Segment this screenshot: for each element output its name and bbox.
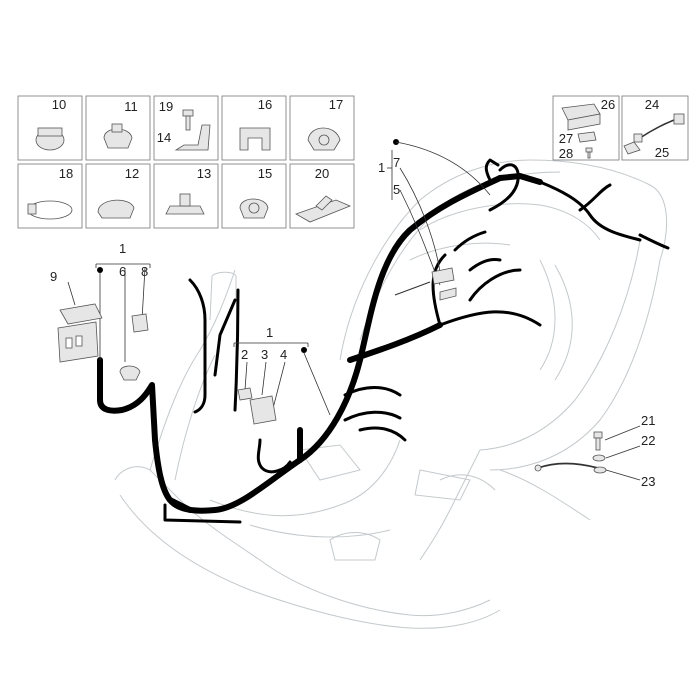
screw-19-icon bbox=[182, 109, 194, 131]
washer-22-icon bbox=[592, 454, 606, 462]
plate-20-icon bbox=[295, 195, 352, 223]
callout-23: 23 bbox=[641, 474, 655, 489]
clip-13-icon bbox=[165, 193, 205, 215]
callout-8: 8 bbox=[141, 264, 148, 279]
part-label-18: 18 bbox=[59, 166, 73, 181]
fuse-2-icon bbox=[237, 387, 253, 401]
scooter-frame-outline bbox=[114, 159, 668, 629]
callout-9: 9 bbox=[50, 269, 57, 284]
part-label-10: 10 bbox=[52, 97, 66, 112]
clamp-15-icon bbox=[239, 198, 269, 219]
callout-6: 6 bbox=[119, 264, 126, 279]
part-label-28: 28 bbox=[559, 146, 573, 161]
callout-7: 7 bbox=[393, 155, 400, 170]
part-label-15: 15 bbox=[258, 166, 272, 181]
clip-10-icon bbox=[35, 127, 65, 151]
callout-group-6-8: 1 6 8 9 bbox=[50, 241, 151, 381]
callout-1-center: 1 bbox=[266, 325, 273, 340]
part-label-24: 24 bbox=[645, 97, 659, 112]
part-label-26: 26 bbox=[601, 97, 615, 112]
cable-guide-17-icon bbox=[307, 127, 341, 151]
sensor-cable-24-icon bbox=[633, 113, 685, 143]
part-label-14: 14 bbox=[157, 130, 171, 145]
clamp-16-icon bbox=[239, 127, 271, 151]
bracket-27-icon bbox=[577, 131, 597, 143]
callout-group-2-3-4: 1 2 3 4 bbox=[233, 325, 331, 425]
main-wiring-harness bbox=[97, 173, 543, 514]
branch-wires bbox=[163, 158, 670, 524]
loop-clip-18-icon bbox=[27, 200, 73, 220]
ground-screw-21-icon bbox=[593, 431, 603, 451]
callout-1-top: 1 bbox=[378, 160, 385, 175]
callout-22: 22 bbox=[641, 433, 655, 448]
part-label-20: 20 bbox=[315, 166, 329, 181]
part-label-16: 16 bbox=[258, 97, 272, 112]
callout-21: 21 bbox=[641, 413, 655, 428]
callout-4: 4 bbox=[280, 347, 287, 362]
part-label-12: 12 bbox=[125, 166, 139, 181]
fuse-holder-3-icon bbox=[249, 395, 277, 425]
grommet-25-icon bbox=[623, 141, 641, 155]
part-label-17: 17 bbox=[329, 97, 343, 112]
bracket-14-icon bbox=[174, 124, 211, 151]
screw-28-icon bbox=[585, 147, 593, 159]
regulator-26-icon bbox=[561, 103, 601, 131]
ground-cable-23-icon bbox=[534, 462, 607, 474]
part-label-11: 11 bbox=[124, 99, 138, 114]
callout-3: 3 bbox=[261, 347, 268, 362]
callout-group-21-23: 21 22 23 bbox=[534, 413, 655, 489]
clip-6-icon bbox=[119, 365, 141, 381]
part-label-19: 19 bbox=[159, 99, 173, 114]
parts-grid: 10 11 19 14 16 17 18 12 13 15 20 bbox=[17, 95, 355, 229]
callout-5: 5 bbox=[393, 182, 400, 197]
parts-panel-right: 26 27 28 24 25 bbox=[552, 95, 689, 161]
cable-tie-11-icon bbox=[103, 123, 133, 149]
callout-group-7-5: 1 7 5 bbox=[378, 139, 491, 301]
relay-box-9-icon bbox=[57, 303, 103, 363]
part-label-27: 27 bbox=[559, 131, 573, 146]
clip-12-icon bbox=[97, 199, 135, 219]
clip-8-icon bbox=[131, 313, 149, 333]
callout-2: 2 bbox=[241, 347, 248, 362]
callout-1-left: 1 bbox=[119, 241, 126, 256]
part-label-25: 25 bbox=[655, 145, 669, 160]
part-label-13: 13 bbox=[197, 166, 211, 181]
